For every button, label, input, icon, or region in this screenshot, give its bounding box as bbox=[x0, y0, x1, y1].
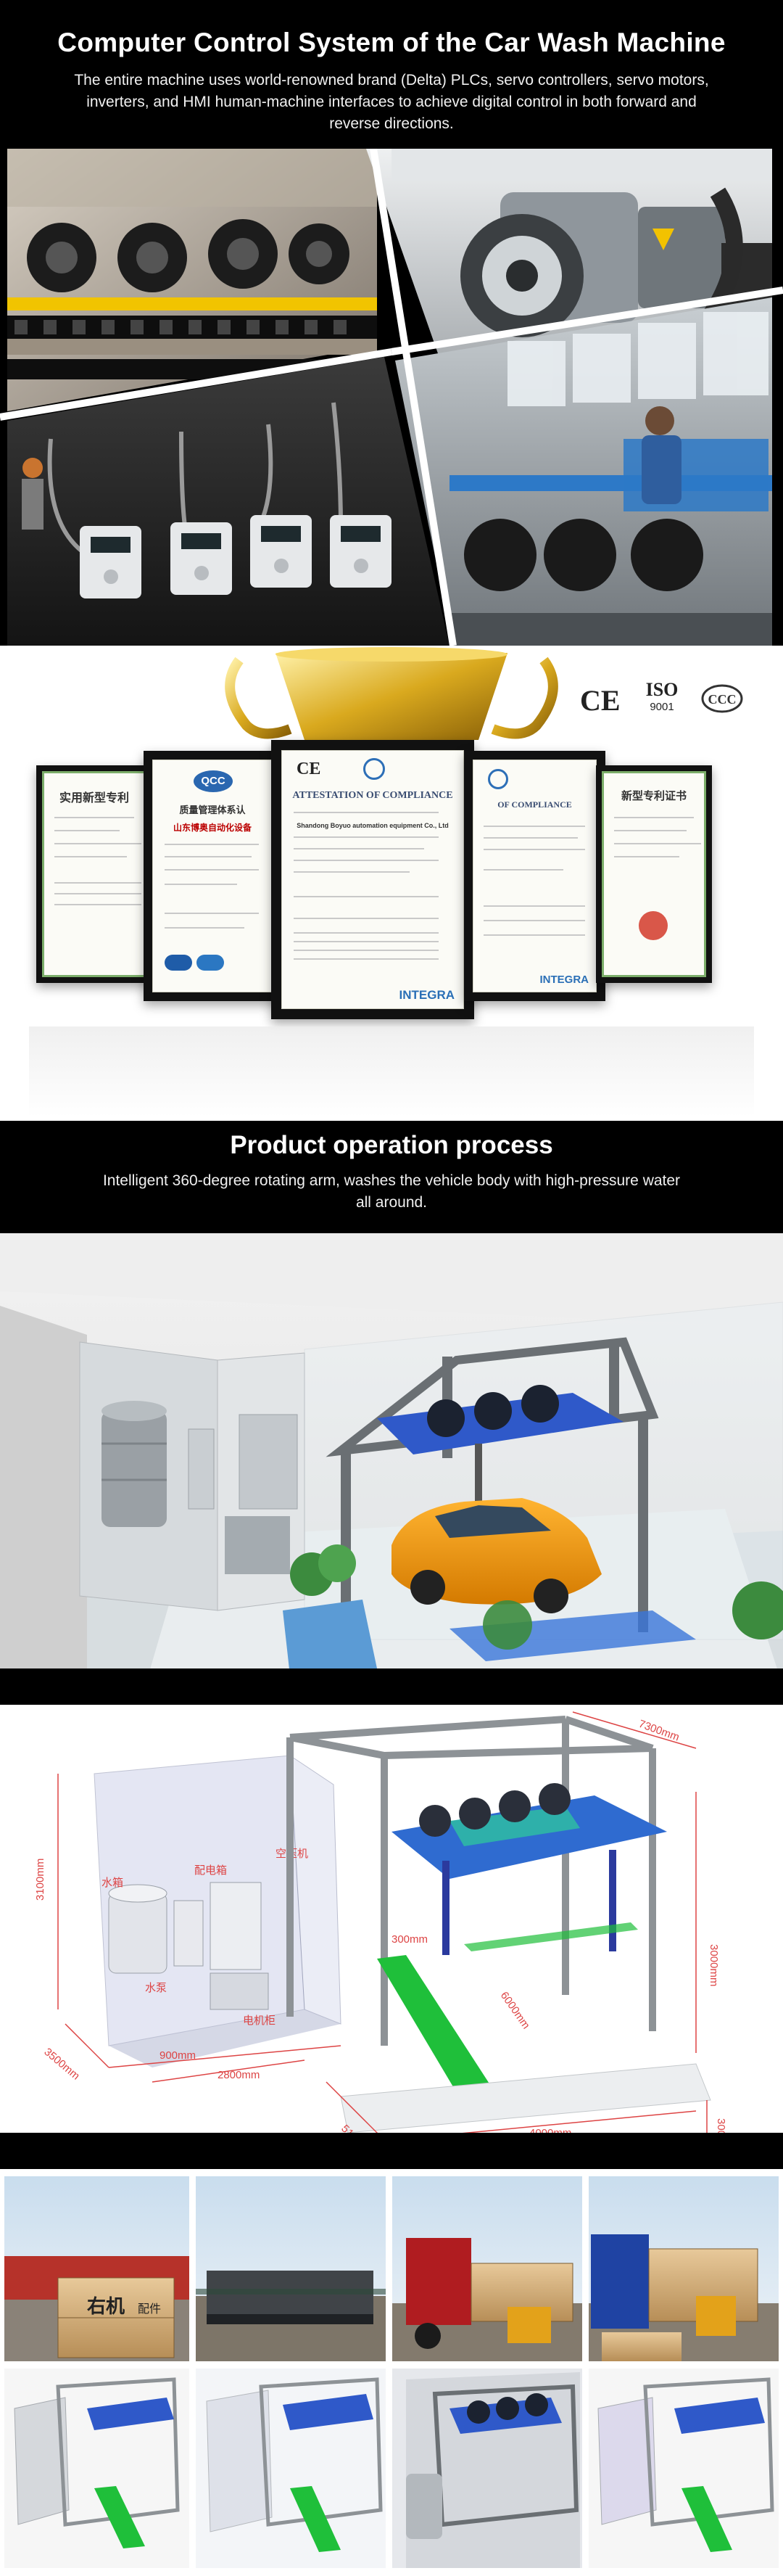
system-header: Computer Control System of the Car Wash … bbox=[0, 0, 783, 149]
gantry-frame bbox=[286, 1716, 656, 2046]
iaf-logo-icon bbox=[165, 955, 192, 971]
integra-logo: INTEGRA bbox=[399, 988, 455, 1002]
qcc-badge-icon: QCC bbox=[194, 770, 233, 792]
certificate-quality-management: QCC 质量管理体系认 山东博奥自动化设备 bbox=[144, 751, 281, 1001]
label-water-tank: 水箱 bbox=[102, 1877, 123, 1889]
dimension-diagram: 水箱 配电箱 空压机 电机柜 水泵 bbox=[0, 1705, 783, 2151]
shipping-gallery: 右机 配件 bbox=[0, 2169, 783, 2576]
photo-factory-assembly bbox=[395, 297, 772, 646]
render-svg bbox=[0, 1233, 783, 1687]
process-title: Product operation process bbox=[230, 1131, 553, 1159]
wash-carriage bbox=[392, 1783, 667, 1955]
diagram-svg: 水箱 配电箱 空压机 电机柜 水泵 bbox=[0, 1705, 783, 2151]
shipping-photo-1: 右机 配件 bbox=[4, 2176, 189, 2361]
shipping-photo-2 bbox=[196, 2176, 386, 2361]
iso-9001-icon: ISO 9001 bbox=[645, 679, 679, 713]
integra-seal-icon bbox=[363, 758, 385, 780]
process-description: Intelligent 360-degree rotating arm, was… bbox=[102, 1172, 681, 1211]
shipping-photo-3 bbox=[392, 2176, 582, 2361]
dim-room-height: 3100mm bbox=[34, 1859, 46, 1901]
crate-label-right: 右机 bbox=[87, 2296, 125, 2318]
photo-motors-cable-chain bbox=[7, 149, 377, 411]
label-motor-cabinet: 电机柜 bbox=[243, 2015, 276, 2027]
mini-render-1 bbox=[4, 2369, 189, 2568]
process-header: Product operation process Intelligent 36… bbox=[0, 1121, 783, 1233]
dim-arm: 300mm bbox=[392, 1933, 428, 1946]
dim-room-width: 2800mm bbox=[218, 2069, 260, 2081]
mini-render-2 bbox=[196, 2369, 386, 2568]
integra-logo: INTEGRA bbox=[539, 974, 589, 986]
mini-render-3 bbox=[392, 2369, 582, 2568]
red-seal-icon bbox=[639, 911, 668, 940]
dim-inner: 900mm bbox=[160, 2049, 196, 2062]
ccc-mark-icon: CCC bbox=[701, 684, 743, 713]
certificate-of-compliance: OF COMPLIANCE INTEGRA bbox=[464, 751, 605, 1001]
cnas-logo-icon bbox=[196, 955, 224, 971]
photo-servo-motor-closeup bbox=[366, 149, 772, 397]
collage-svg bbox=[0, 149, 783, 646]
ce-mark-icon: CE bbox=[297, 760, 321, 778]
system-description: The entire machine uses world-renowned b… bbox=[74, 72, 709, 132]
svg-text:CCC: CCC bbox=[708, 692, 737, 707]
ce-mark-icon: CE bbox=[580, 684, 621, 717]
pump-controller-units bbox=[80, 515, 392, 598]
certificate-attestation-compliance: CE ATTESTATION OF COMPLIANCE Shandong Bo… bbox=[271, 740, 474, 1019]
mini-render-4 bbox=[589, 2369, 779, 2568]
certificates-section: CE ISO 9001 CCC 实用新型专利 QCC 质量管理体系认 山东博奥自… bbox=[0, 646, 783, 1121]
planter-decoration bbox=[283, 1544, 783, 1676]
hardware-photo-collage bbox=[0, 149, 783, 646]
certificate-patent-right: 新型专利证书 bbox=[596, 765, 712, 983]
certificate-patent-left: 实用新型专利 bbox=[36, 765, 152, 983]
water-tank-icon bbox=[102, 1401, 167, 1527]
certificate-reflection bbox=[29, 1026, 754, 1117]
shipping-svg: 右机 配件 bbox=[0, 2169, 783, 2576]
photo-metering-pumps bbox=[7, 357, 450, 646]
crate-label-parts: 配件 bbox=[138, 2302, 161, 2316]
car-wash-render-illustration bbox=[0, 1233, 783, 1687]
gold-trophy-icon bbox=[225, 647, 558, 740]
integra-seal-icon bbox=[488, 769, 508, 789]
wash-carriage bbox=[377, 1385, 624, 1527]
label-pump: 水泵 bbox=[145, 1982, 167, 1994]
dim-height: 3000mm bbox=[708, 1944, 720, 1986]
yellow-car-icon bbox=[392, 1498, 602, 1613]
dimension-lines bbox=[57, 1711, 708, 2141]
label-control-box: 配电箱 bbox=[194, 1864, 227, 1877]
system-title: Computer Control System of the Car Wash … bbox=[57, 28, 726, 57]
shipping-photo-4 bbox=[589, 2176, 779, 2361]
